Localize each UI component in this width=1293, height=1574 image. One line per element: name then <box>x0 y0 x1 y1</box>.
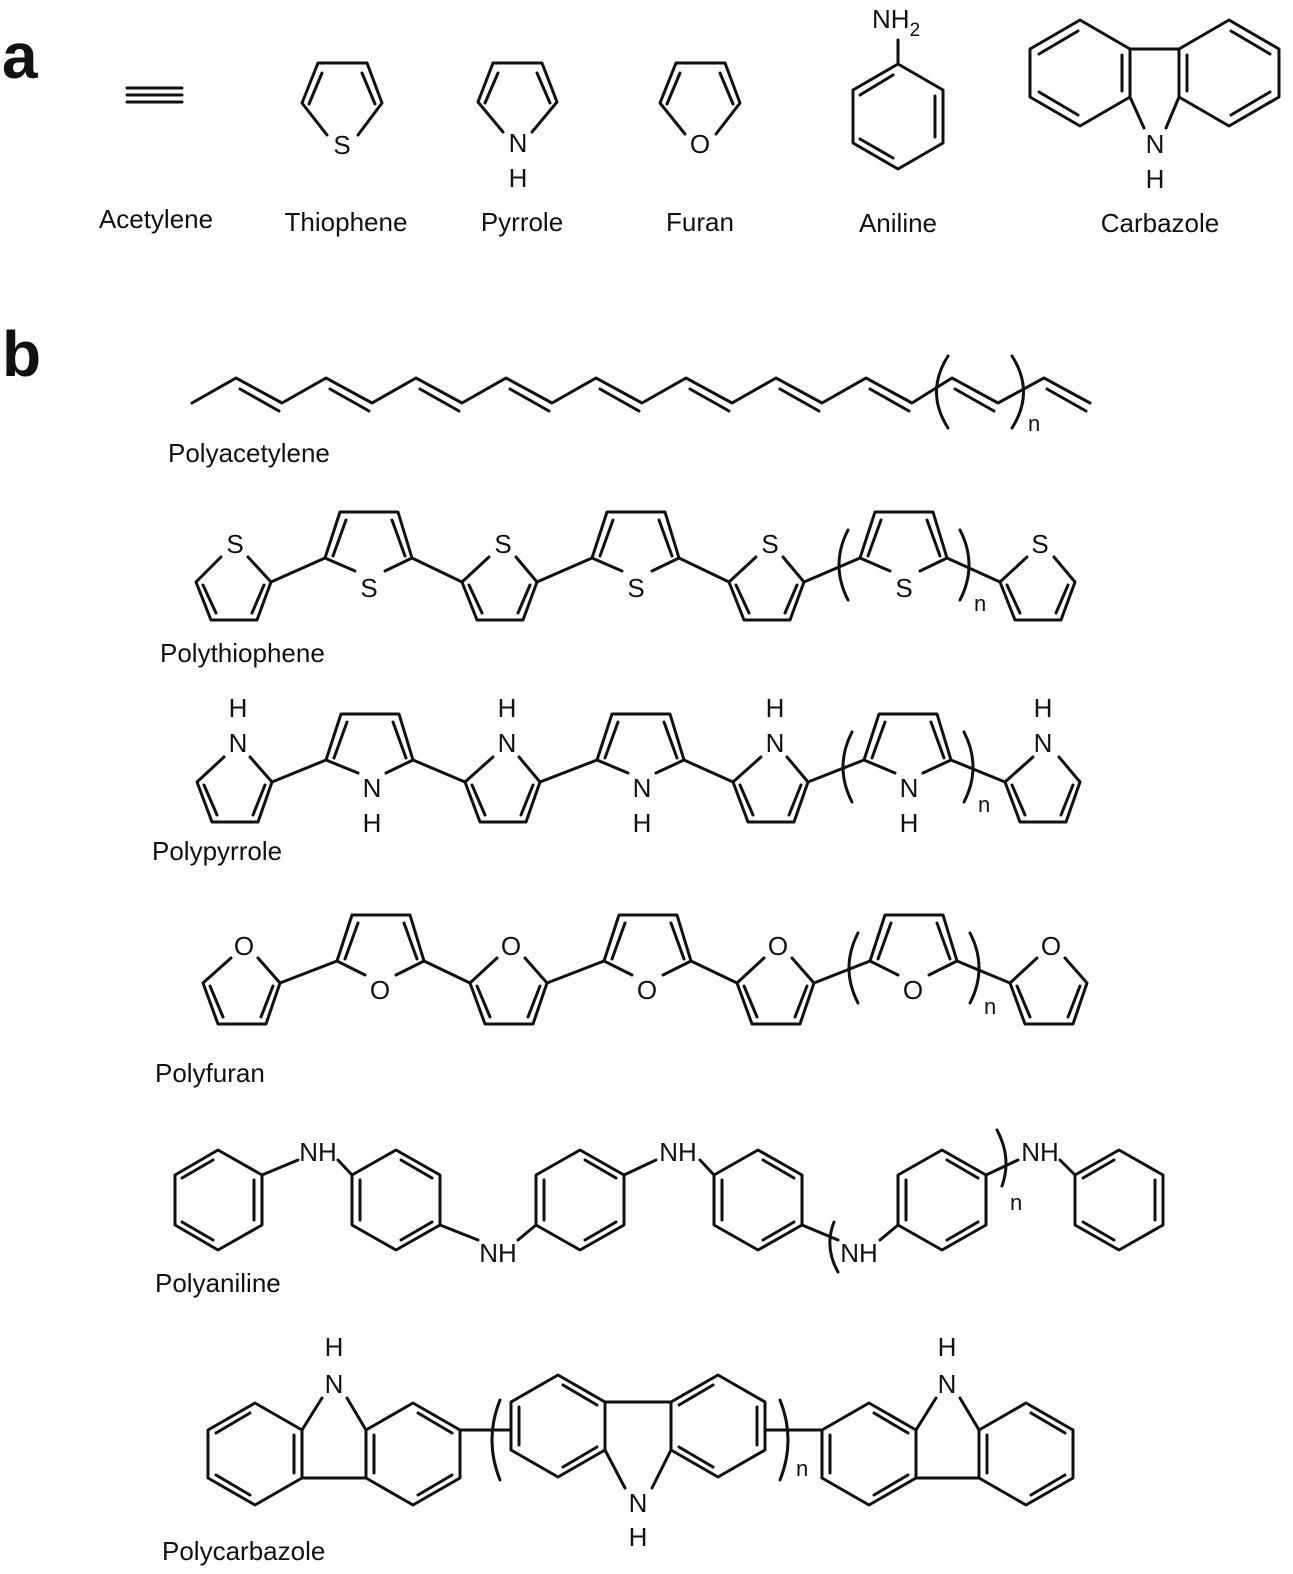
furan-structure <box>658 61 742 136</box>
atom-n: N <box>938 1369 957 1399</box>
repeat-subscript: n <box>984 994 996 1019</box>
atom-h: H <box>1146 164 1165 194</box>
carbazole-structure <box>1028 18 1281 130</box>
polythiophene-structure <box>194 510 1077 622</box>
atom-h: H <box>633 808 652 838</box>
atom-n: N <box>229 728 248 758</box>
atom-o: O <box>234 931 254 961</box>
label-polyaniline: Polyaniline <box>155 1268 281 1298</box>
label-aniline: Aniline <box>859 208 937 238</box>
atom-s: S <box>226 529 243 559</box>
atom-o: O <box>370 975 390 1005</box>
atom-n: N <box>633 773 652 803</box>
atom-s: S <box>895 573 912 603</box>
atom-n: N <box>325 1369 344 1399</box>
atom-o: O <box>501 931 521 961</box>
label-acetylene: Acetylene <box>99 204 213 234</box>
atom-n: N <box>509 128 528 158</box>
atom-s: S <box>627 573 644 603</box>
label-polyfuran: Polyfuran <box>155 1058 265 1088</box>
atom-h: H <box>629 1522 648 1552</box>
aniline-structure <box>851 38 945 171</box>
atom-h: H <box>938 1332 957 1362</box>
atom-o: O <box>690 129 710 159</box>
repeat-subscript: n <box>1028 411 1040 436</box>
repeat-subscript: n <box>978 792 990 817</box>
label-polycarbazole: Polycarbazole <box>162 1536 325 1566</box>
label-polypyrrole: Polypyrrole <box>152 836 282 866</box>
panel-label-b: b <box>2 318 41 390</box>
label-furan: Furan <box>666 207 734 237</box>
panel-label-a: a <box>2 20 38 92</box>
atom-o: O <box>768 931 788 961</box>
atom-o: O <box>1041 931 1061 961</box>
label-polyacetylene: Polyacetylene <box>168 438 330 468</box>
acetylene-structure <box>125 86 184 104</box>
polyacetylene-structure <box>190 354 1092 430</box>
polypyrrole-structure <box>195 712 1082 824</box>
atom-n: N <box>1146 129 1165 159</box>
atom-n: N <box>1034 728 1053 758</box>
atom-h: H <box>498 693 517 723</box>
atom-o: O <box>637 975 657 1005</box>
repeat-subscript: n <box>796 1456 808 1481</box>
atom-nh: NH <box>659 1137 697 1167</box>
polyfuran-structure <box>201 913 1089 1026</box>
atom-h: H <box>229 693 248 723</box>
atom-n: N <box>498 728 517 758</box>
atom-s: S <box>761 529 778 559</box>
atom-n: N <box>900 773 919 803</box>
atom-n: N <box>766 728 785 758</box>
atom-h: H <box>900 808 919 838</box>
label-thiophene: Thiophene <box>285 207 408 237</box>
atom-nh: NH <box>479 1238 517 1268</box>
atom-o: O <box>903 975 923 1005</box>
atom-h: H <box>325 1332 344 1362</box>
label-polythiophene: Polythiophene <box>160 638 325 668</box>
repeat-subscript: n <box>974 591 986 616</box>
atom-h: H <box>1034 693 1053 723</box>
atom-s: S <box>1031 529 1048 559</box>
atom-s: S <box>333 130 350 160</box>
thiophene-structure <box>300 61 384 137</box>
atom-h: H <box>363 808 382 838</box>
atom-h: H <box>766 693 785 723</box>
polycarbazole-structure <box>206 1373 1075 1507</box>
label-pyrrole: Pyrrole <box>481 207 563 237</box>
label-carbazole: Carbazole <box>1101 208 1220 238</box>
atom-nh: NH <box>1021 1137 1059 1167</box>
atom-nh: NH <box>840 1238 878 1268</box>
atom-h: H <box>509 163 528 193</box>
atom-s: S <box>494 529 511 559</box>
pyrrole-structure <box>476 61 559 134</box>
atom-n: N <box>629 1488 648 1518</box>
polyaniline-structure <box>173 1128 1165 1274</box>
atom-s: S <box>360 573 377 603</box>
repeat-subscript: n <box>1010 1190 1022 1215</box>
atom-nh: NH <box>299 1137 337 1167</box>
atom-nh2: NH2 <box>872 4 920 41</box>
atom-n: N <box>363 773 382 803</box>
